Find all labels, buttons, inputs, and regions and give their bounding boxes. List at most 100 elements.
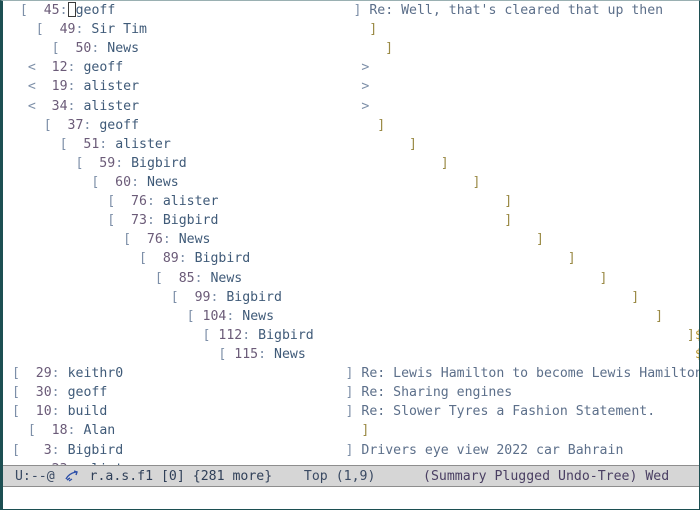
article-author: Bigbird — [131, 155, 187, 171]
author-pad — [210, 232, 536, 247]
summary-line[interactable]: [ 60: News ] — [4, 173, 699, 192]
article-author: geoff — [99, 117, 140, 133]
thread-open-bracket: [ — [154, 270, 163, 286]
author-pad — [115, 3, 353, 18]
article-number: 49 — [43, 22, 76, 38]
number-colon: : — [51, 366, 60, 382]
mode-line[interactable]: U:--@ r.a.s.f1 [0] {281 more} Top (1,9) … — [3, 465, 699, 487]
thread-close-bracket: ] — [472, 174, 481, 190]
author-pad — [179, 175, 473, 190]
thread-close-bracket: ] — [408, 136, 417, 152]
number-colon: : — [99, 136, 108, 152]
article-author: alister — [162, 194, 219, 210]
article-author: Bigbird — [162, 213, 219, 229]
summary-line[interactable]: [ 18: Alan ] — [4, 421, 699, 440]
number-colon: : — [67, 60, 76, 76]
number-colon: : — [258, 346, 267, 362]
article-number: 37 — [51, 117, 84, 133]
thread-indent — [4, 194, 107, 209]
article-author: News — [242, 308, 275, 324]
article-number: 19 — [35, 79, 68, 95]
thread-indent — [4, 251, 139, 266]
thread-indent — [4, 462, 28, 465]
thread-close-bracket: ] — [361, 423, 370, 439]
summary-line[interactable]: [ 115: News $ — [4, 345, 699, 364]
article-author: alister — [115, 136, 171, 152]
summary-line[interactable]: < 19: alister > — [4, 77, 699, 96]
gnus-summary-buffer[interactable]: [ 45:geoff ] Re: Well, that's cleared th… — [3, 1, 699, 465]
summary-line[interactable]: [ 104: News ] — [4, 307, 699, 326]
thread-close-bracket: ] — [631, 289, 640, 305]
summary-line[interactable]: [ 73: Bigbird ] — [4, 211, 699, 230]
number-colon: : — [162, 232, 171, 248]
summary-line[interactable]: [ 112: Bigbird ]$ — [4, 326, 700, 345]
thread-close-bracket: ] — [686, 327, 695, 343]
thread-open-bracket: [ — [186, 308, 195, 324]
number-gap — [60, 385, 68, 400]
article-subject: Drivers eye view 2022 car Bahrain — [361, 442, 624, 458]
mode-line-scroll-position: Top — [272, 469, 336, 484]
number-gap — [107, 137, 115, 152]
thread-close-bracket: ] — [536, 232, 544, 248]
article-author: alister — [83, 462, 139, 465]
thread-indent — [4, 22, 36, 37]
thread-open-bracket: [ — [218, 346, 227, 362]
summary-line[interactable]: [ 49: Sir Tim ] — [4, 20, 699, 39]
thread-indent — [4, 156, 75, 171]
summary-line[interactable]: [ 85: News ] — [4, 269, 699, 288]
thread-close-bracket: ] — [377, 117, 386, 133]
thread-indent — [4, 137, 60, 152]
article-number: 59 — [83, 155, 116, 171]
article-author: Sir Tim — [91, 22, 147, 38]
author-pad — [242, 271, 599, 286]
summary-line[interactable]: [ 37: geoff ] — [4, 116, 699, 135]
article-author: News — [178, 232, 211, 248]
number-colon: : — [59, 3, 68, 18]
summary-line[interactable]: [ 30: geoff ] Re: Sharing engines — [4, 383, 699, 402]
author-pad — [139, 79, 361, 94]
thread-close-bracket: ] — [345, 404, 354, 420]
thread-open-bracket: [ — [107, 213, 116, 229]
number-colon: : — [226, 308, 235, 324]
thread-indent — [4, 328, 203, 343]
number-colon: : — [67, 79, 76, 95]
number-gap — [123, 156, 131, 171]
thread-close-bracket: ] — [567, 251, 576, 267]
article-author: Bigbird — [226, 289, 282, 305]
author-pad — [123, 366, 345, 381]
article-number: 30 — [19, 385, 52, 401]
article-author: alister — [83, 79, 140, 95]
summary-line[interactable]: < 12: geoff > — [4, 58, 699, 77]
summary-line[interactable]: [ 99: Bigbird ] — [4, 288, 699, 307]
summary-line[interactable]: [ 10: build ] Re: Slower Tyres a Fashion… — [4, 402, 699, 421]
summary-line[interactable]: [ 50: News ] — [4, 39, 699, 58]
summary-line[interactable]: [ 45:geoff ] Re: Well, that's cleared th… — [4, 1, 699, 20]
summary-line[interactable]: < 23: alister > — [4, 460, 699, 465]
number-colon: : — [178, 251, 187, 267]
summary-line[interactable]: [ 51: alister ] — [4, 135, 699, 154]
thread-close-angle: > — [361, 98, 370, 114]
fringe-pad — [306, 347, 695, 362]
thread-close-bracket: ] — [353, 3, 362, 18]
summary-line[interactable]: [ 59: Bigbird ] — [4, 154, 699, 173]
summary-line[interactable]: [ 3: Bigbird ] Drivers eye view 2022 car… — [4, 441, 699, 460]
article-author: Bigbird — [258, 327, 314, 343]
summary-line[interactable]: [ 76: alister ] — [4, 192, 699, 211]
summary-line[interactable]: [ 29: keithr0 ] Re: Lewis Hamilton to be… — [4, 364, 699, 383]
thread-open-bracket: [ — [202, 327, 211, 343]
thread-open-bracket: [ — [11, 385, 20, 401]
author-pad — [187, 156, 441, 171]
author-pad — [139, 462, 361, 465]
number-colon: : — [51, 385, 60, 401]
thread-open-bracket: [ — [11, 442, 20, 458]
article-subject: Re: Slower Tyres a Fashion Statement. — [361, 404, 656, 420]
author-pad — [139, 41, 385, 56]
thread-close-bracket: ] — [385, 41, 394, 57]
thread-open-angle: < — [27, 79, 36, 95]
number-colon: : — [131, 174, 140, 190]
thread-indent — [4, 385, 12, 400]
summary-line[interactable]: < 34: alister > — [4, 97, 699, 116]
summary-line[interactable]: [ 89: Bigbird ] — [4, 249, 699, 268]
number-colon: : — [146, 213, 155, 229]
summary-line[interactable]: [ 76: News ] — [4, 230, 699, 249]
